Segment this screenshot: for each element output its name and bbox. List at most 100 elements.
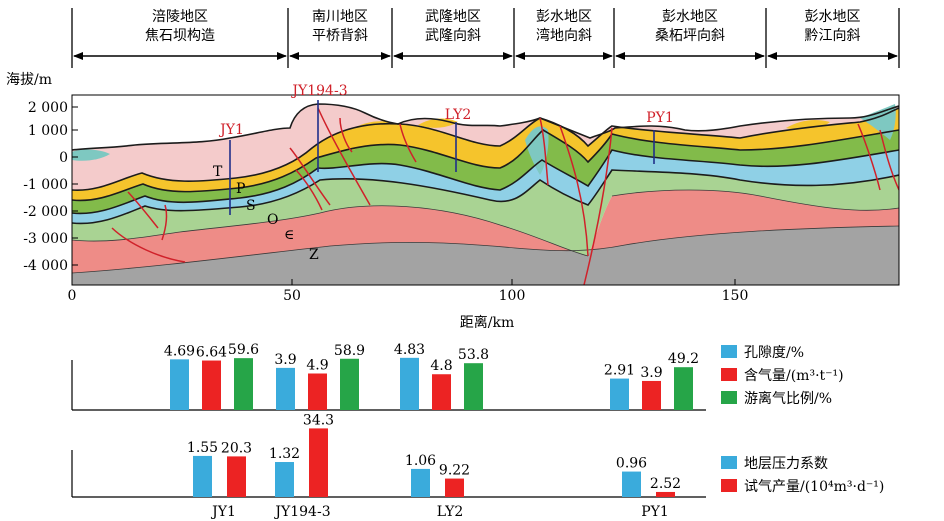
bar-value-label: 2.52 — [650, 476, 681, 492]
bar-py1-2 — [674, 367, 693, 410]
y-tick-label: 1 000 — [28, 123, 68, 139]
bar-value-label: 4.69 — [164, 343, 195, 359]
faults — [111, 107, 899, 285]
bar-ly2-1 — [445, 478, 464, 497]
x-tick-label: 50 — [283, 288, 301, 304]
region-structure: 黔江向斜 — [805, 28, 861, 44]
legend: 孔隙度/% 含气量/(m³·t⁻¹) 游离气比例/% 地层压力系数试气产量/(10⁴m… — [721, 345, 884, 495]
legend-swatch — [721, 368, 737, 381]
stratum-cambrian — [72, 170, 899, 256]
yellow-patch-3 — [344, 121, 398, 150]
wells — [229, 100, 655, 215]
bar-jy1-1 — [202, 360, 221, 410]
legend-label: 游离气比例/% — [744, 390, 832, 407]
bar-py1-0 — [622, 471, 641, 497]
stratum-s — [72, 130, 899, 214]
x-axis-label: 距离/km — [460, 314, 514, 331]
bar-jy194-3-0 — [276, 367, 295, 410]
bar-value-label: 4.83 — [394, 342, 425, 358]
region-structure: 焦石坝构造 — [145, 28, 215, 44]
bar-value-label: 4.9 — [306, 357, 328, 373]
bar-jy194-3-0 — [275, 462, 294, 497]
bar-jy194-3-1 — [308, 373, 327, 410]
bar-value-label: 59.6 — [228, 342, 259, 358]
stratum-label-cambrian: ∈ — [284, 227, 294, 243]
stratum-p — [72, 108, 899, 201]
stratum-label-o: O — [267, 212, 278, 228]
bar-value-label: 3.9 — [640, 365, 662, 381]
well-label-jy1: JY1 — [218, 122, 244, 138]
region-name: 武隆地区 — [425, 9, 481, 25]
y-tick-label: -3 000 — [23, 231, 68, 247]
region-structure: 武隆向斜 — [425, 28, 481, 44]
region-name: 南川地区 — [312, 9, 368, 25]
bar-value-label: 58.9 — [334, 343, 365, 359]
category-label: LY2 — [437, 504, 464, 520]
well-label-ly2: LY2 — [445, 107, 472, 123]
legend-swatch — [721, 391, 737, 404]
region-structure: 平桥背斜 — [312, 28, 368, 44]
y-tick-label: 2 000 — [28, 100, 68, 116]
bar-jy1-0 — [193, 455, 212, 497]
bar-value-label: 34.3 — [303, 412, 334, 428]
teal-patch-1 — [72, 149, 110, 161]
well-label-py1: PY1 — [646, 110, 674, 126]
bar-py1-1 — [642, 380, 661, 410]
bar-jy194-3-1 — [309, 428, 328, 497]
bar-value-label: 4.8 — [430, 358, 452, 374]
category-label: JY1 — [210, 504, 236, 520]
bar-ly2-1 — [432, 374, 451, 410]
y-tick-label: -4 000 — [23, 258, 68, 274]
category-label: PY1 — [641, 504, 669, 520]
bar-value-label: 9.22 — [439, 463, 470, 479]
x-tick-label: 150 — [722, 288, 749, 304]
bar-value-label: 3.9 — [274, 352, 296, 368]
bar-value-label: 1.06 — [405, 453, 436, 469]
stratum-label-z: Z — [309, 247, 319, 263]
stratum-t — [72, 104, 899, 191]
yellow-patch-1 — [786, 120, 830, 131]
stratum-label-p: P — [236, 181, 245, 197]
stratum-o — [72, 150, 899, 224]
bar-jy1-0 — [170, 359, 189, 410]
bar-ly2-2 — [464, 363, 483, 410]
region-structure: 湾地向斜 — [536, 27, 592, 44]
legend-label: 含气量/(m³·t⁻¹) — [744, 368, 844, 384]
stratum-basement — [72, 226, 899, 285]
bar-value-label: 20.3 — [221, 440, 252, 456]
x-tick-label: 100 — [499, 288, 526, 304]
bar-ly2-0 — [411, 468, 430, 497]
stratum-z — [72, 190, 899, 273]
bar-jy1-2 — [234, 358, 253, 410]
stratum-label-s: S — [246, 198, 256, 214]
bar-value-label: 1.32 — [269, 446, 300, 462]
well-label-jy194-3: JY194-3 — [290, 83, 347, 99]
region-name: 彭水地区 — [662, 9, 718, 25]
bar-py1-0 — [610, 378, 629, 410]
bar-py1-1 — [656, 491, 675, 497]
bar-value-label: 2.91 — [604, 363, 635, 379]
legend-swatch — [721, 479, 737, 492]
stratum-label-t: T — [213, 164, 223, 180]
y-axis-label: 海拔/m — [6, 72, 52, 88]
legend-label: 试气产量/(10⁴m³·d⁻¹) — [744, 479, 884, 495]
bar-ly2-0 — [400, 357, 419, 410]
legend-swatch — [721, 345, 737, 358]
bar-jy1-1 — [227, 456, 246, 497]
category-label: JY194-3 — [273, 504, 330, 520]
bar-value-label: 49.2 — [668, 351, 699, 367]
y-tick-label: -1 000 — [23, 177, 68, 193]
bar-value-label: 1.55 — [187, 440, 218, 456]
well-labels: JY1 JY194-3 LY2 PY1 — [218, 83, 674, 138]
legend-label: 孔隙度/% — [744, 345, 804, 361]
bar-value-label: 53.8 — [458, 347, 489, 363]
legend-label: 地层压力系数 — [744, 456, 828, 472]
bar-value-label: 6.64 — [196, 345, 227, 361]
strata — [72, 100, 899, 285]
region-header: 涪陵地区焦石坝构造南川地区平桥背斜武隆地区武隆向斜彭水地区湾地向斜彭水地区桑柘坪… — [71, 8, 900, 68]
